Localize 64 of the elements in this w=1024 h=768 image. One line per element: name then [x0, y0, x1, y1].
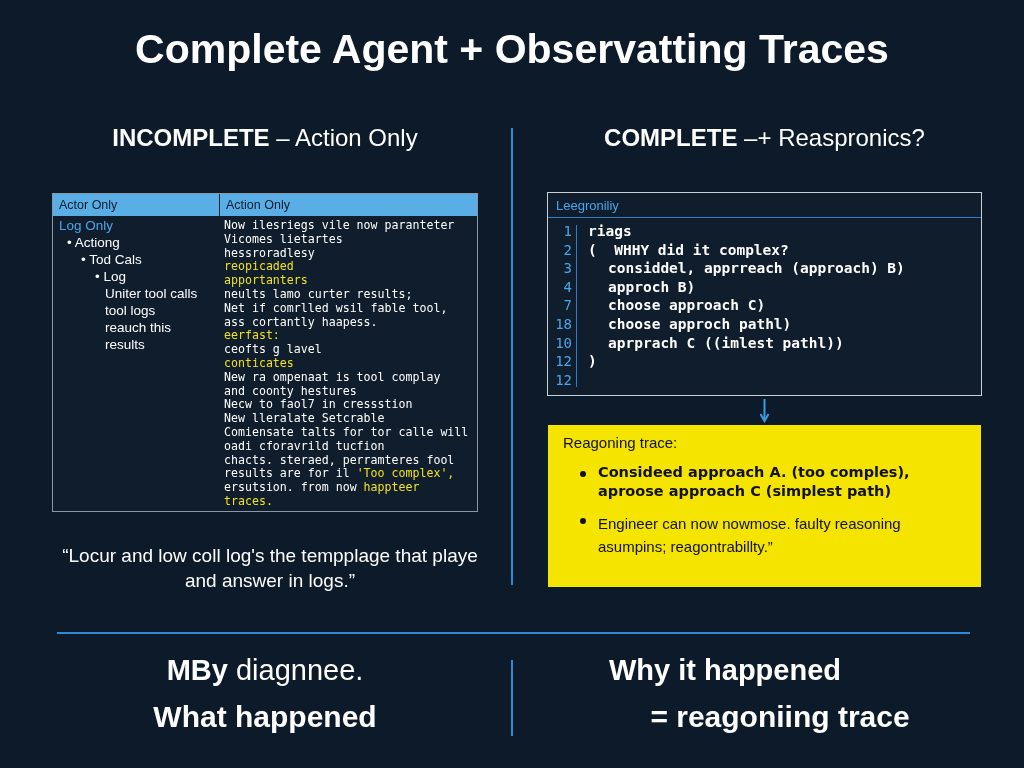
code-line: )	[588, 353, 597, 370]
log-line: ceofts g lavel	[224, 343, 322, 357]
code-panel	[547, 192, 982, 396]
code-line: choose approch pathl)	[608, 316, 792, 332]
panel-heading: INCOMPLETE – Action Only	[111, 124, 419, 152]
line-number: 2	[562, 241, 572, 258]
quote-text: “Locur and low coll log's the tempplage that playe and answer in logs.”	[61, 544, 479, 593]
log-line: ersutsion. from now happteer	[224, 481, 420, 495]
bullet-text: Engineer can now nowmose. faulty reasoning asumpins; reagontrabillty.”	[598, 514, 902, 557]
summary-text: Why it happened	[608, 654, 842, 687]
table-header-cell: Action Only	[219, 194, 477, 216]
log-line: • Log	[95, 269, 126, 284]
line-number: 10	[554, 334, 572, 351]
line-number: 4	[562, 278, 572, 295]
log-line: Necw to faol7 in cressstion	[224, 398, 413, 412]
log-line: New ra ompenaat is tool complay	[224, 370, 441, 384]
title: Complete Agent + Observatting Traces	[134, 26, 890, 73]
log-line: Log Only	[59, 218, 114, 233]
log-line: Vicomes lietartes	[224, 232, 343, 246]
line-number: 12	[554, 371, 572, 388]
summary-text: = reagoniing trace	[649, 700, 911, 734]
log-line: traces.	[224, 495, 273, 508]
log-line: apportanters	[224, 274, 308, 288]
log-line: neults lamo curter results;	[224, 288, 413, 301]
code-line: considdel, apprreach (approach) B)	[608, 260, 905, 277]
summary-text: MBy diagnnee.	[165, 654, 365, 687]
log-line: conticates	[224, 357, 294, 370]
line-number: 7	[562, 297, 572, 314]
log-line: eerfast:	[224, 329, 280, 343]
box-heading: Reagoning trace:	[563, 434, 678, 451]
log-line: Uniter tool calls	[105, 286, 198, 301]
log-line: results	[105, 337, 145, 352]
log-line: Now ilesriegs vile now paranteter	[224, 219, 455, 232]
line-number: 3	[562, 260, 572, 277]
bullet-text: Consideed approach A. (too comples), aproose approach C (simplest path)	[598, 463, 911, 501]
log-line: and coonty hestures	[224, 384, 357, 398]
log-line: hessroradlesy	[224, 246, 315, 260]
log-line: Net if comrlled wsil fable tool,	[224, 301, 448, 315]
line-number: 1	[562, 223, 572, 239]
log-line: • Tod Cals	[81, 252, 142, 267]
table-header-cell-text: Actor Only	[58, 197, 119, 214]
code-line: riags	[588, 223, 632, 239]
log-line: reauch this	[105, 320, 172, 335]
code-line: ( WHHY did it complex?	[588, 241, 789, 258]
panel-heading: COMPLETE –+ Reaspronics?	[603, 124, 926, 152]
log-line: New lleralate Setcrable	[224, 412, 385, 426]
code-line: aprprach C ((imlest pathl))	[608, 334, 844, 351]
summary-text: What happened	[152, 700, 378, 734]
log-table	[52, 193, 478, 512]
log-line: • Actiong	[67, 235, 120, 250]
code-line: approch B)	[608, 278, 696, 295]
code-line: choose approach C)	[608, 297, 766, 314]
line-number: 18	[554, 316, 572, 332]
arrow	[759, 398, 770, 422]
reasoning-trace-box	[548, 425, 981, 587]
log-line: tool logs	[105, 303, 156, 318]
log-line: oadi cforavrild tucfion	[224, 439, 385, 453]
line-number: 12	[554, 353, 572, 370]
log-line: chacts. steraed, perramteres fool	[224, 453, 455, 467]
log-line: ass cortantly haapess.	[224, 315, 378, 329]
log-line: Comiensate talts for tor calle will	[224, 426, 469, 439]
log-line: results are for il 'Too complex',	[224, 467, 455, 481]
log-line: reopicaded	[224, 260, 294, 274]
panel-header: Leegroniliy	[555, 198, 619, 213]
